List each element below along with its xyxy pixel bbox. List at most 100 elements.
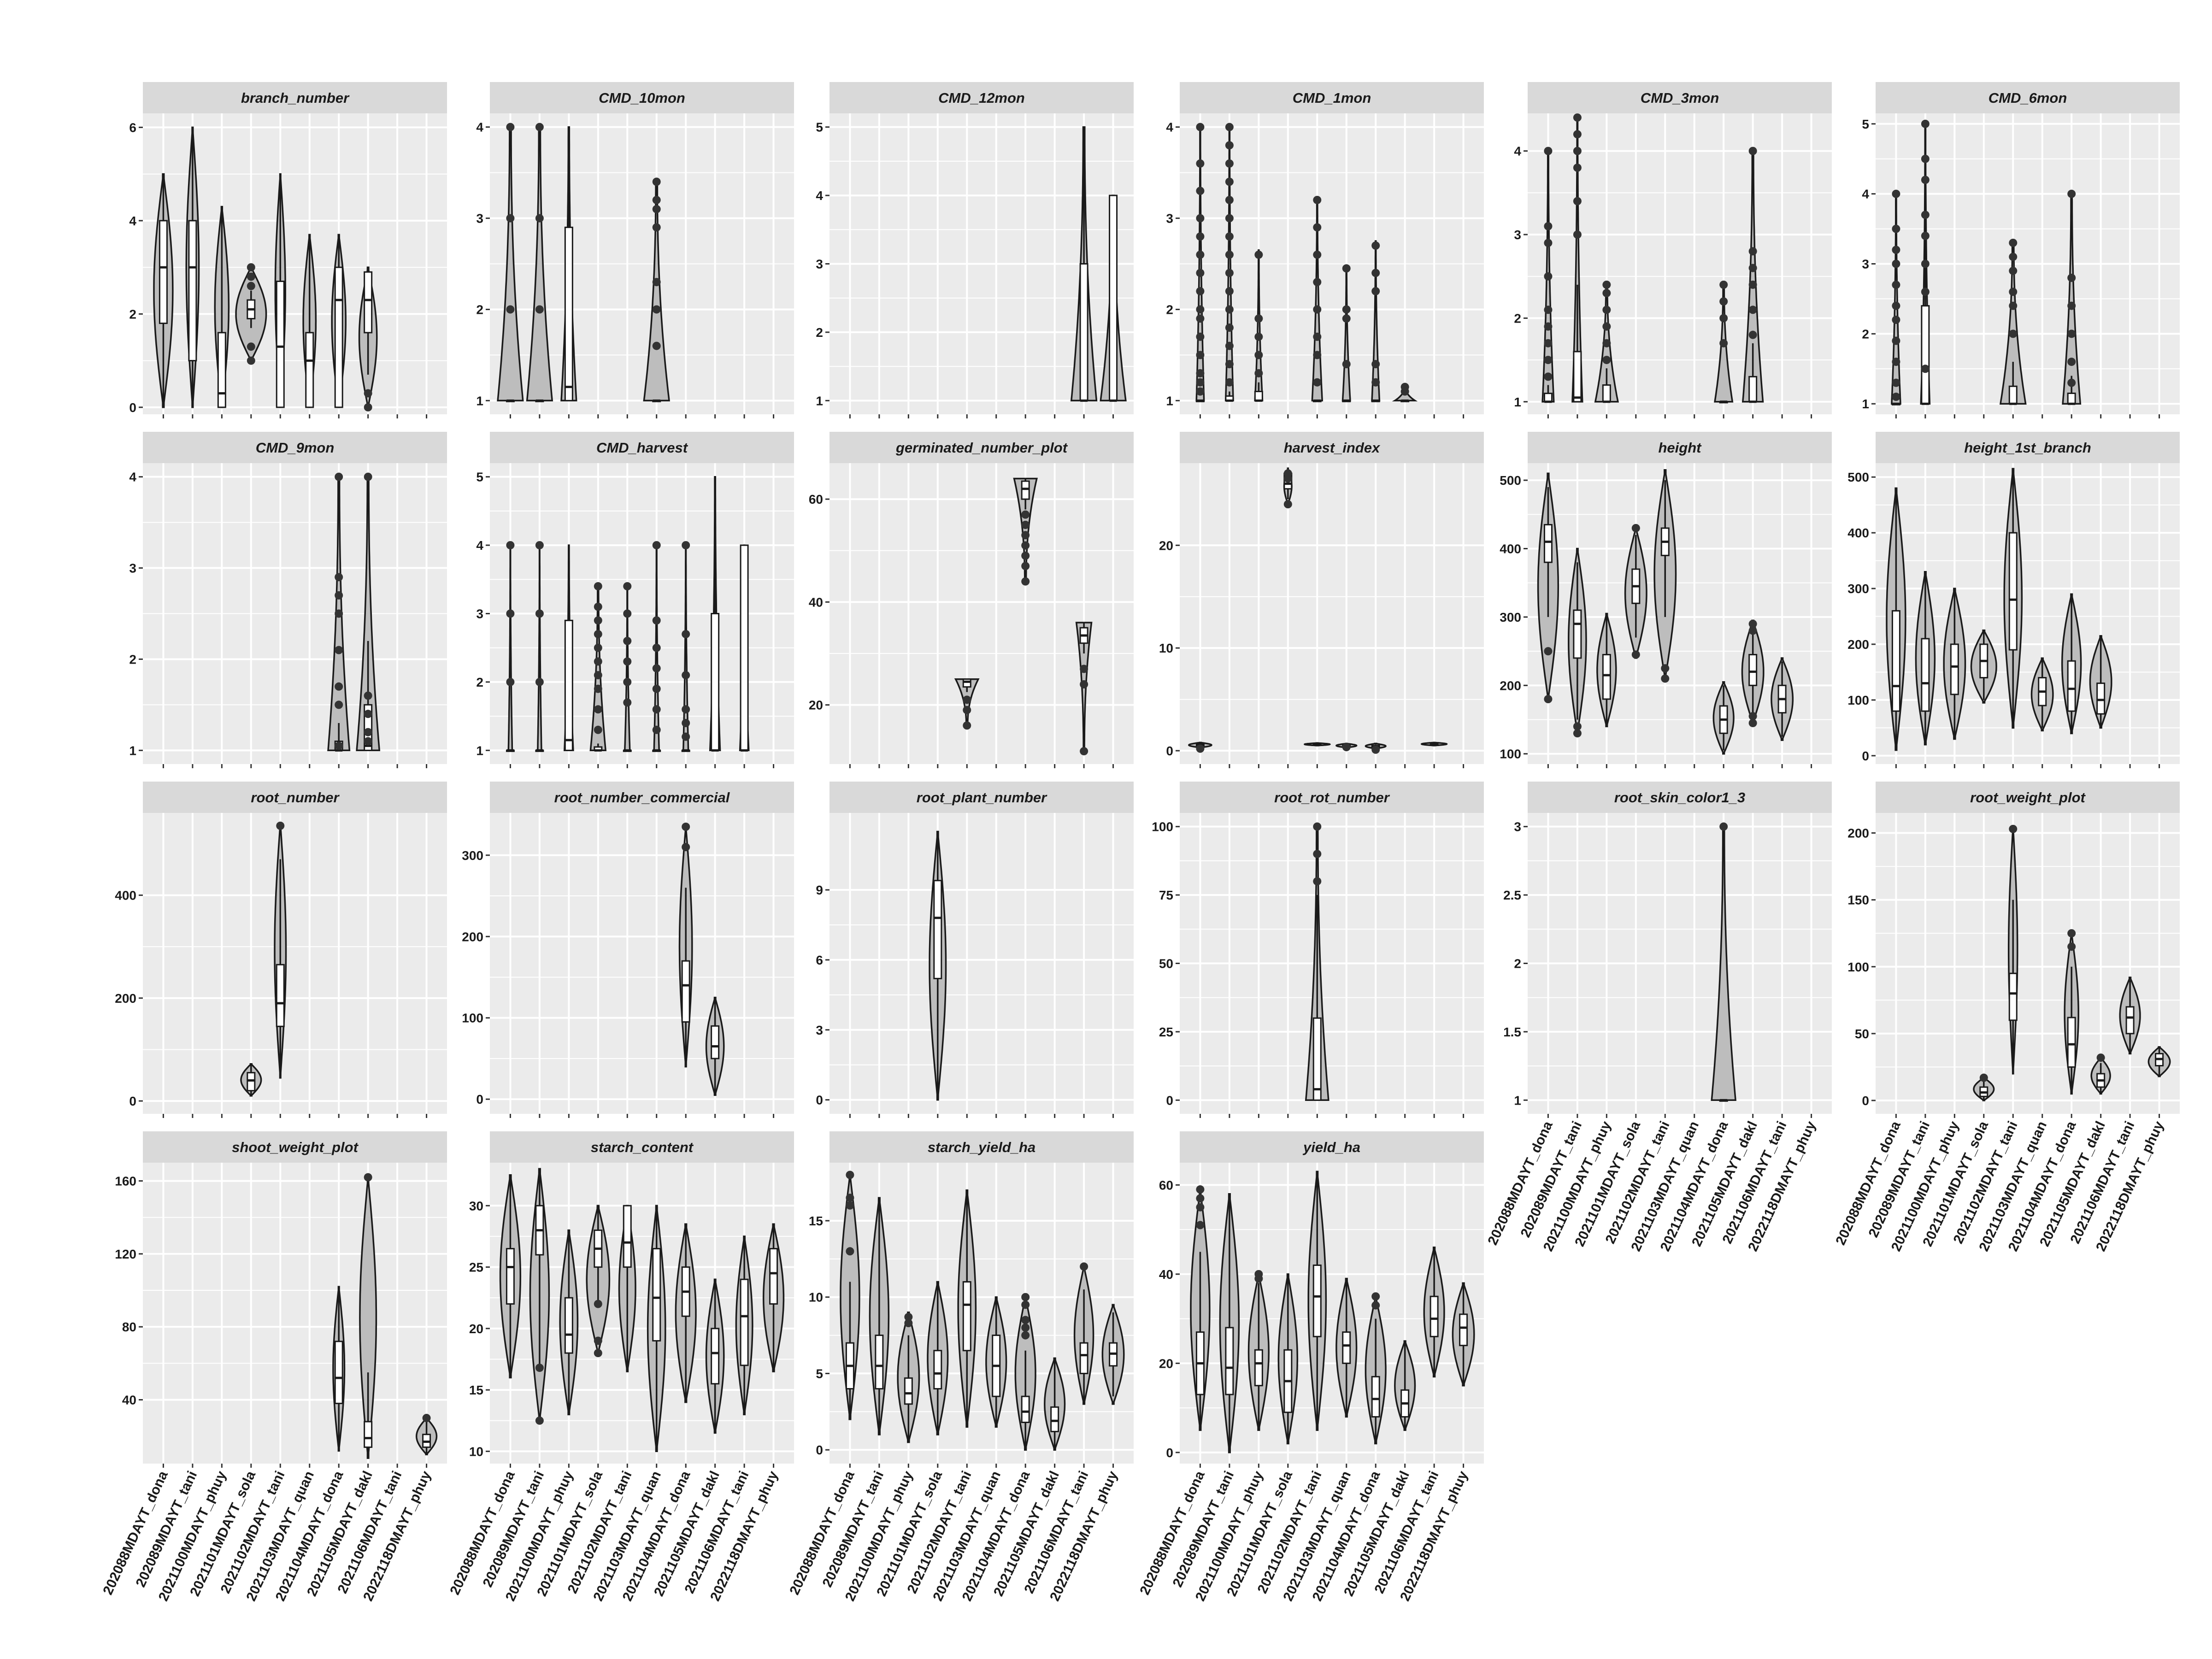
y-tick-label: 15 bbox=[469, 1383, 483, 1397]
violin-group-2021104MDAYT_dona bbox=[1365, 1292, 1387, 1445]
outlier-point bbox=[1921, 288, 1930, 296]
violin-group-2021100MDAYT_phuy bbox=[560, 126, 577, 402]
panel-background bbox=[143, 1163, 447, 1464]
facet-strip bbox=[830, 1131, 1134, 1163]
y-tick-label: 25 bbox=[1159, 1025, 1173, 1039]
outlier-point bbox=[652, 684, 661, 693]
violin-group-2022118DMAYT_phuy bbox=[2147, 1046, 2171, 1077]
outlier-point bbox=[2009, 329, 2018, 338]
y-tick-label: 160 bbox=[115, 1174, 136, 1188]
y-tick-label: 60 bbox=[809, 492, 823, 506]
box-iqr bbox=[962, 1281, 971, 1352]
outlier-point bbox=[846, 1247, 854, 1256]
outlier-point bbox=[682, 823, 690, 831]
outlier-point bbox=[1631, 650, 1640, 659]
outlier-point bbox=[1342, 743, 1351, 752]
violin-group-202088MDAYT_dona bbox=[499, 1174, 522, 1379]
outlier-point bbox=[1225, 360, 1234, 369]
violin-group-2021104MDAYT_dona bbox=[681, 541, 690, 752]
outlier-point bbox=[1573, 130, 1582, 139]
violin-group-2021103MDAYT_quan bbox=[652, 541, 661, 752]
violin-group-2021103MDAYT_quan bbox=[647, 1205, 666, 1453]
violin-group-2022118DMAYT_phuy bbox=[762, 1223, 785, 1372]
outlier-point bbox=[904, 1319, 913, 1328]
y-tick-label: 150 bbox=[1847, 893, 1869, 907]
outlier-point bbox=[623, 609, 632, 618]
y-tick-label: 1.5 bbox=[1503, 1025, 1521, 1039]
y-tick-label: 3 bbox=[1166, 212, 1173, 226]
y-tick-label: 6 bbox=[816, 953, 823, 967]
y-tick-label: 10 bbox=[1159, 641, 1173, 655]
outlier-point bbox=[623, 657, 632, 666]
facet-title: yield_ha bbox=[1302, 1139, 1360, 1155]
violin-group-202088MDAYT_dona bbox=[1190, 1185, 1211, 1431]
box-iqr bbox=[711, 1328, 720, 1385]
violin-group-202089MDAYT_tani bbox=[869, 1197, 890, 1435]
outlier-point bbox=[1748, 280, 1757, 289]
box-iqr bbox=[1543, 393, 1553, 403]
violin-group-2021104MDAYT_dona bbox=[1014, 1293, 1036, 1451]
violin-group-2021105MDAYT_dakl bbox=[1392, 382, 1418, 402]
box-iqr bbox=[740, 544, 749, 751]
y-tick-label: 3 bbox=[476, 607, 483, 621]
outlier-point bbox=[1921, 259, 1930, 268]
outlier-point bbox=[594, 657, 602, 666]
y-tick-label: 100 bbox=[1500, 747, 1521, 761]
outlier-point bbox=[594, 725, 602, 734]
outlier-point bbox=[364, 389, 372, 398]
outlier-point bbox=[846, 1201, 854, 1210]
facet-title: root_number bbox=[251, 789, 340, 806]
box-iqr bbox=[1312, 1265, 1322, 1337]
outlier-point bbox=[1544, 306, 1553, 314]
y-tick-label: 200 bbox=[1847, 637, 1869, 652]
outlier-point bbox=[1719, 822, 1728, 831]
box-iqr bbox=[1891, 610, 1900, 712]
box-iqr bbox=[217, 332, 226, 408]
violin-group-2021103MDAYT_quan bbox=[302, 234, 317, 408]
outlier-point bbox=[1544, 147, 1553, 155]
outlier-point bbox=[1921, 154, 1930, 163]
box-iqr bbox=[769, 1248, 778, 1305]
outlier-point bbox=[1080, 747, 1088, 756]
outlier-point bbox=[247, 356, 255, 365]
violin-group-2021103MDAYT_quan bbox=[1335, 742, 1358, 752]
violin-group-2021101MDAYT_sola bbox=[1277, 1273, 1299, 1445]
outlier-point bbox=[2067, 942, 2076, 951]
violin-group-2021102MDAYT_tani bbox=[274, 821, 287, 1079]
outlier-point bbox=[594, 602, 602, 611]
box-iqr bbox=[1573, 351, 1582, 403]
facet-strip bbox=[143, 1131, 447, 1163]
violin-group-2021101MDAYT_sola bbox=[235, 263, 267, 365]
violin-group-202089MDAYT_tani bbox=[1571, 113, 1583, 403]
y-tick-label: 6 bbox=[129, 120, 136, 135]
violin-group-2021101MDAYT_sola bbox=[1973, 1073, 1995, 1101]
y-tick-label: 100 bbox=[1847, 960, 1869, 974]
facet-strip bbox=[490, 782, 794, 813]
facet-strip bbox=[143, 782, 447, 813]
outlier-point bbox=[2009, 288, 2018, 296]
violin-group-2021101MDAYT_sola bbox=[1283, 467, 1293, 509]
violin-group-2021104MDAYT_dona bbox=[331, 234, 347, 408]
outlier-point bbox=[1573, 197, 1582, 206]
y-tick-label: 3 bbox=[129, 561, 136, 576]
outlier-point bbox=[506, 214, 515, 223]
y-tick-label: 0 bbox=[129, 400, 136, 415]
panel-background bbox=[1180, 463, 1484, 764]
violin-group-202089MDAYT_tani bbox=[526, 123, 553, 402]
outlier-point bbox=[594, 643, 602, 652]
outlier-point bbox=[335, 700, 343, 709]
violin-group-202089MDAYT_tani bbox=[185, 126, 200, 408]
violin-group-2021104MDAYT_dona bbox=[332, 1286, 346, 1452]
outlier-point bbox=[1748, 330, 1757, 339]
outlier-point bbox=[1196, 159, 1205, 168]
y-tick-label: 2 bbox=[1514, 957, 1521, 971]
outlier-point bbox=[1021, 1331, 1030, 1340]
violin-group-2021103MDAYT_quan bbox=[2030, 657, 2054, 732]
facet-strip bbox=[1180, 432, 1484, 463]
outlier-point bbox=[1196, 378, 1205, 387]
